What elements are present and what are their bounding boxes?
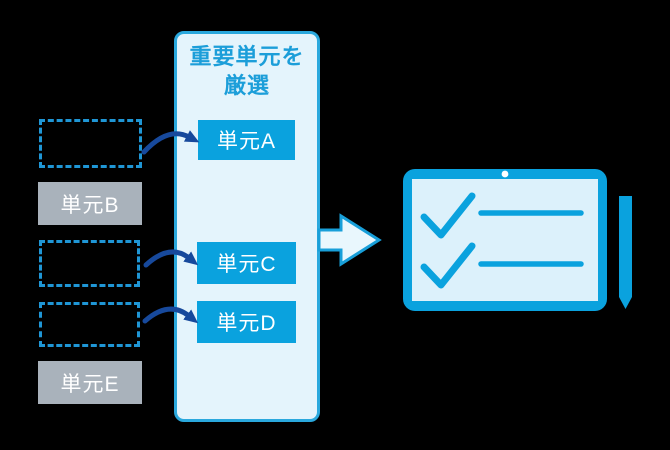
stylus-icon <box>619 196 632 309</box>
tablet-frame <box>403 169 607 311</box>
unit-box-d: 単元D <box>197 301 296 343</box>
panel-title-line1: 重要単元を <box>189 44 305 69</box>
unit-label-d: 単元D <box>216 312 277 335</box>
panel-title-line2: 厳選 <box>223 73 270 98</box>
empty-unit-slot-1 <box>39 119 142 168</box>
checkmark-icon-2 <box>420 242 476 289</box>
unit-label-a: 単元A <box>216 130 276 153</box>
selected-units-panel <box>174 31 320 422</box>
unit-box-a: 単元A <box>198 120 295 160</box>
unit-box-c: 単元C <box>197 242 296 284</box>
panel-title: 重要単元を 厳選 <box>174 42 320 100</box>
unit-label-e: 単元E <box>60 372 120 396</box>
unit-box-e: 単元E <box>38 361 142 404</box>
camera-dot-icon <box>501 170 509 178</box>
checkmark-icon-1 <box>420 192 476 239</box>
empty-unit-slot-3 <box>39 302 140 347</box>
empty-unit-slot-2 <box>39 240 140 287</box>
tablet-checklist-icon <box>403 169 607 311</box>
right-arrow-icon <box>317 213 382 267</box>
tablet-screen <box>412 179 598 301</box>
unit-label-c: 単元C <box>216 253 277 276</box>
unit-label-b: 単元B <box>60 193 120 217</box>
unit-box-b: 単元B <box>38 182 142 225</box>
